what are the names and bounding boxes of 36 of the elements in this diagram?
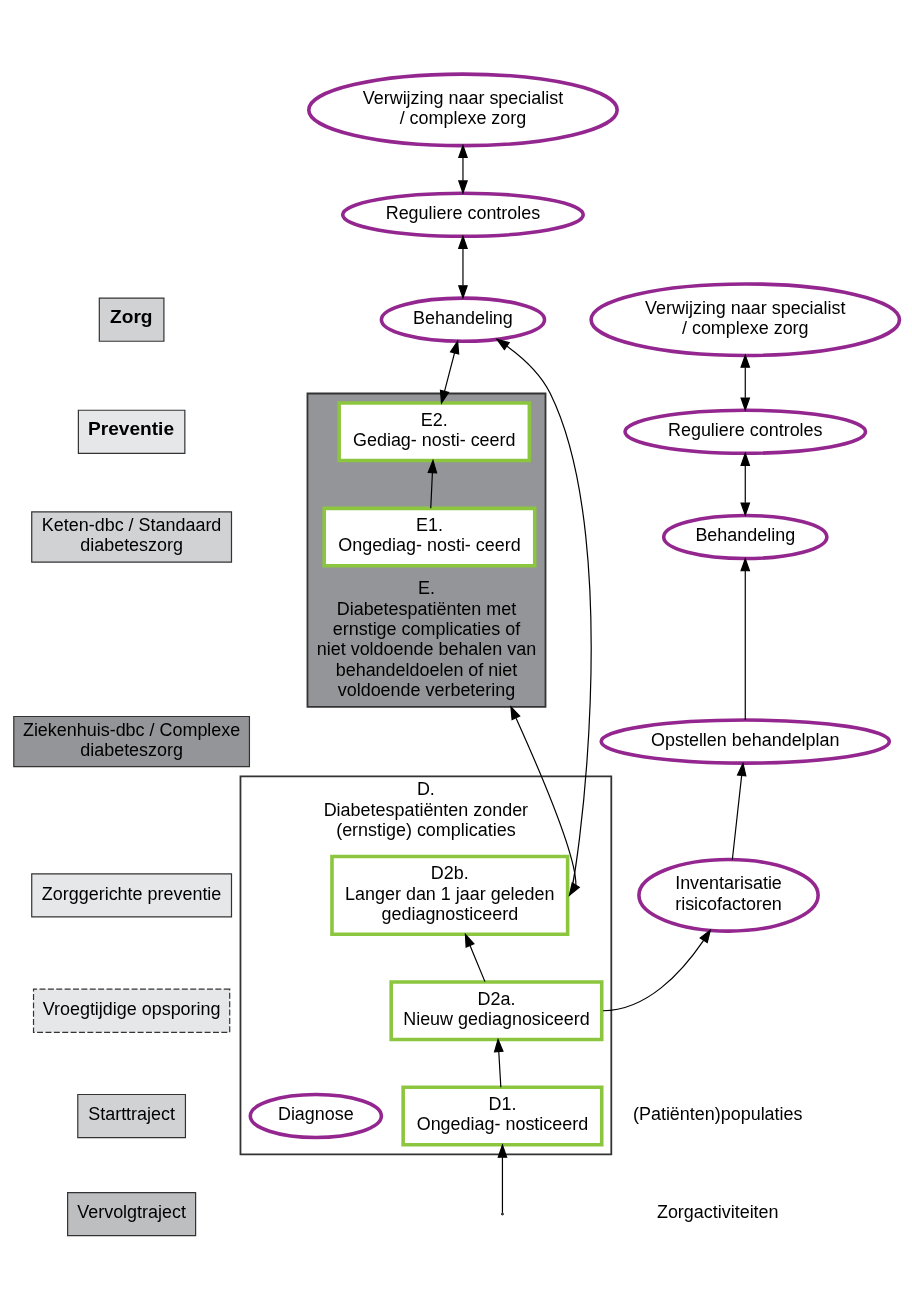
legend-label: (Patiënten)populaties bbox=[632, 1103, 803, 1124]
arrow bbox=[457, 234, 468, 300]
arrow bbox=[601, 928, 711, 1011]
node-box: Vroegtijdige opsporing bbox=[32, 988, 230, 1033]
node-box: E1. Ongediag- nosti- ceerd bbox=[321, 506, 537, 568]
node-ellipse: Behandeling bbox=[379, 295, 546, 343]
node-ellipse: Reguliere controles bbox=[622, 407, 867, 455]
node-ellipse: Reguliere controles bbox=[340, 190, 585, 238]
arrow bbox=[493, 1037, 504, 1088]
node-ellipse: Opstellen behandelplan bbox=[598, 717, 891, 765]
arrow bbox=[739, 451, 750, 517]
node-box: Zorggerichte preventie bbox=[30, 872, 232, 917]
arrow bbox=[439, 339, 459, 405]
node-box: Preventie bbox=[77, 409, 185, 454]
node-box: D2a. Nieuw gediagnosiceerd bbox=[388, 979, 604, 1041]
node-ellipse: Inventarisatie risicofactoren bbox=[636, 857, 820, 933]
node-ellipse: Verwijzing naar specialist / complexe zorg bbox=[588, 281, 901, 357]
node-box: D2b. Langer dan 1 jaar geleden gediagnosticeerd bbox=[329, 854, 569, 936]
node-box: Starttraject bbox=[76, 1093, 186, 1138]
node-ellipse: Verwijzing naar specialist / complexe zorg bbox=[306, 71, 619, 147]
node-ellipse: Behandeling bbox=[661, 513, 829, 560]
node-box: Ziekenhuis-dbc / Complexe diabeteszorg bbox=[12, 715, 250, 767]
node-box: Vervolgtraject bbox=[66, 1191, 196, 1236]
arrow bbox=[464, 932, 486, 982]
arrow bbox=[496, 1142, 507, 1213]
node-box: Keten-dbc / Standaard diabeteszorg bbox=[30, 510, 232, 563]
arrow bbox=[426, 458, 437, 509]
arrow bbox=[739, 352, 750, 412]
arrow bbox=[731, 761, 747, 860]
node-box: E2. Gediag- nosti- ceerd bbox=[336, 400, 531, 462]
arrow bbox=[457, 143, 468, 195]
node-box: D1. Ongediag- nosticeerd bbox=[400, 1085, 604, 1147]
node-box: Zorg bbox=[98, 297, 164, 342]
node-ellipse: Diagnose bbox=[248, 1092, 383, 1139]
legend-label: Zorgactiviteiten bbox=[656, 1201, 779, 1222]
arrow bbox=[739, 556, 750, 720]
